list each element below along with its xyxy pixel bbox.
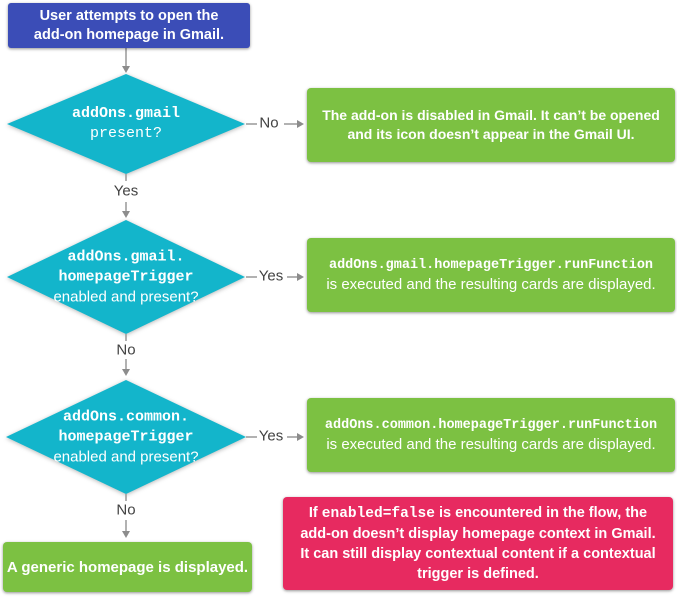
edge-label-yes2: Yes (258, 267, 284, 285)
arrow-right-icon (297, 120, 304, 128)
edge-label-yes3: Yes (258, 427, 284, 445)
outcome-generic-homepage: A generic homepage is displayed. (3, 542, 252, 592)
start-node: User attempts to open the add-on homepag… (8, 3, 250, 48)
outcome-gmail-trigger-run: addOns.gmail.homepageTrigger.runFunction… (307, 238, 675, 312)
arrow-right-icon (297, 273, 304, 281)
arrow-down-icon (122, 66, 130, 73)
edge-label-no2: No (116, 341, 136, 359)
decision-common-homepage-trigger-label: addOns.common. homepageTrigger enabled a… (53, 408, 199, 466)
edge-label-no3: No (116, 501, 136, 519)
note-enabled-false: If enabled=false is encountered in the f… (283, 497, 673, 590)
arrow-down-icon (122, 211, 130, 218)
edge-label-no1: No (259, 114, 279, 132)
decision-gmail-homepage-trigger-shape (7, 220, 245, 334)
arrow-down-icon (122, 369, 130, 376)
decision-gmail-present-label: addOns.gmail present? (71, 105, 181, 142)
decision-common-homepage-trigger-shape (6, 380, 246, 494)
outcome-common-trigger-run: addOns.common.homepageTrigger.runFunctio… (307, 398, 675, 472)
outcome-gmail-trigger-code: addOns.gmail.homepageTrigger.runFunction (328, 258, 654, 273)
start-node-label: User attempts to open the add-on homepag… (33, 7, 225, 43)
note-code: enabled=false (321, 506, 435, 522)
note-text: If enabled=false is encountered in the f… (300, 505, 656, 582)
outcome-common-trigger-code: addOns.common.homepageTrigger.runFunctio… (324, 418, 658, 433)
decision-gmail-present-shape (7, 74, 245, 174)
edge-label-yes1: Yes (113, 182, 139, 200)
arrow-down-icon (122, 531, 130, 538)
decision-gmail-homepage-trigger-label: addOns.gmail. homepageTrigger enabled an… (53, 248, 199, 306)
outcome-addon-disabled: The add-on is disabled in Gmail. It can’… (307, 88, 675, 162)
arrow-right-icon (297, 433, 304, 441)
